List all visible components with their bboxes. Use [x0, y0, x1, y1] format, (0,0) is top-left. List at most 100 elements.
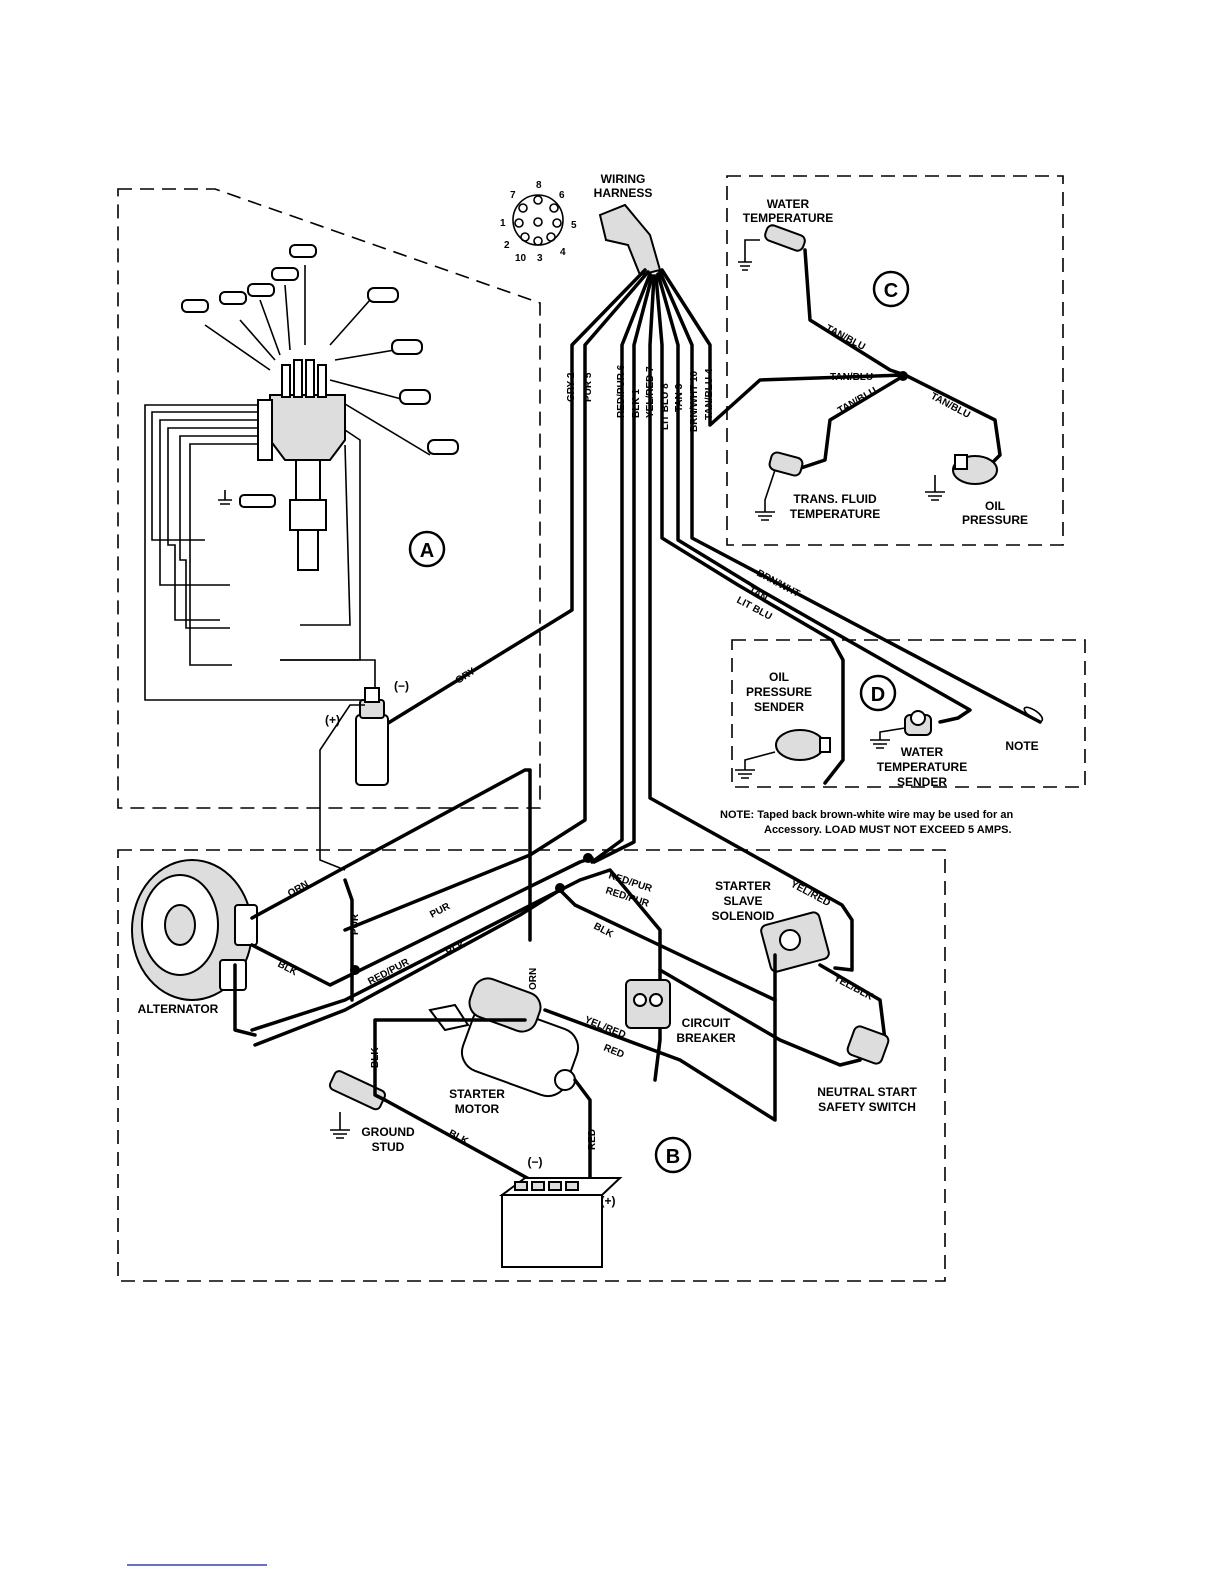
trans-fluid-label-2: TEMPERATURE — [790, 507, 880, 521]
battery-plus-label: (+) — [601, 1194, 616, 1208]
coil-minus-label: (−) — [394, 679, 409, 693]
harness-plug — [598, 203, 662, 277]
section-d-border — [731, 639, 1086, 788]
distributor-bolt — [239, 494, 276, 508]
ground-stud-label-2: STUD — [372, 1140, 405, 1154]
water-sender-label-1: WATER — [901, 745, 944, 759]
badge-a: A — [408, 530, 446, 568]
water-temp-label-1: WATER — [767, 197, 810, 211]
circuit-breaker — [625, 979, 671, 1029]
section-borders — [117, 175, 1086, 1282]
wire-label-redpur6: RED/PUR 6 — [616, 364, 627, 418]
oil-sender-label-3: SENDER — [754, 700, 804, 714]
section-c-border — [726, 175, 1064, 546]
wire-label-yelred7: YEL/RED 7 — [645, 366, 656, 418]
distributor — [257, 359, 346, 571]
pin-label-1: 1 — [500, 218, 506, 229]
neutral-label-1: NEUTRAL START — [817, 1085, 917, 1099]
note-line-2: Accessory. LOAD MUST NOT EXCEED 5 AMPS. — [764, 824, 1012, 836]
badge-d: D — [859, 674, 897, 712]
splice-alt — [350, 965, 360, 975]
oil-pressure-label-1: OIL — [985, 499, 1005, 513]
c-tanblu-3: TAN/BLU — [836, 386, 879, 417]
starter-motor — [428, 977, 580, 1098]
section-b: ALTERNATOR ORN PUR PUR BLK BLK RED/PUR R… — [131, 768, 917, 1268]
note-block: NOTE: Taped back brown-white wire may be… — [720, 809, 1013, 836]
pin-label-8: 7 — [510, 190, 516, 201]
b-pur-label-2: PUR — [428, 901, 452, 921]
spark-plug-right-group — [367, 287, 459, 455]
c-tanblu-2: TAN/BLU — [830, 372, 873, 383]
harness-title-1: WIRING — [601, 172, 646, 186]
wire-label-brnwht10: BRN/WHT 10 — [689, 370, 700, 432]
water-temp-label-2: TEMPERATURE — [743, 211, 833, 225]
oil-pressure-sender — [735, 729, 831, 779]
trans-fluid-label-1: TRANS. FLUID — [793, 492, 877, 506]
spark-plug-left-group — [181, 244, 317, 313]
wire-label-pur5: PUR 5 — [583, 372, 594, 402]
alternator — [131, 859, 258, 1001]
b-red-label-1: RED — [602, 1043, 626, 1061]
b-blk-label-1: BLK — [276, 959, 300, 979]
svg-text:C: C — [884, 280, 898, 302]
b-orn-label-1: ORN — [286, 879, 311, 900]
starter-motor-label-1: STARTER — [449, 1087, 505, 1101]
b-red-label-2: RED — [587, 1129, 598, 1150]
splice-blk — [555, 883, 565, 893]
battery — [498, 1177, 623, 1268]
pin-label-4: 4 — [560, 247, 566, 258]
wire-label-tan3: TAN 3 — [674, 383, 685, 412]
svg-text:D: D — [871, 684, 885, 706]
ground-stud-label-1: GROUND — [361, 1125, 415, 1139]
ignition-coil — [355, 687, 389, 786]
wire-label-blk1: BLK 1 — [631, 389, 642, 418]
pin-label-6: 6 — [559, 190, 565, 201]
note-line-1: NOTE: Taped back brown-white wire may be… — [720, 809, 1013, 821]
badge-c: C — [872, 270, 910, 308]
starter-slave-solenoid — [760, 911, 830, 973]
c-tanblu-1: TAN/BLU — [824, 323, 867, 353]
water-temperature-sensor — [738, 224, 806, 271]
splice-main — [583, 853, 593, 863]
battery-minus-label: (−) — [528, 1155, 543, 1169]
harness-wires — [343, 268, 1042, 972]
badge-b: B — [654, 1136, 692, 1174]
alternator-label: ALTERNATOR — [138, 1002, 219, 1016]
trans-fluid-sensor — [755, 451, 804, 521]
water-sender-label-2: TEMPERATURE — [877, 760, 967, 774]
pin-label-3: 3 — [537, 253, 543, 264]
section-a-border — [117, 188, 541, 809]
wire-label-litblu8: LIT BLU 8 — [660, 383, 671, 430]
oil-pressure-sensor — [925, 454, 998, 501]
svg-text:B: B — [666, 1146, 680, 1168]
water-sender-label-3: SENDER — [897, 775, 947, 789]
taped-wire-end — [1023, 706, 1044, 723]
breaker-label-1: CIRCUIT — [682, 1016, 731, 1030]
pin-label-7: 8 — [536, 180, 542, 191]
harness-connector: 8 6 5 4 3 10 2 1 7 WIRING HARNESS — [500, 172, 662, 277]
harness-wire-labels: GRY 2 PUR 5 RED/PUR 6 BLK 1 YEL/RED 7 LI… — [566, 364, 715, 432]
ground-stud — [328, 1070, 386, 1139]
neutral-safety-switch — [846, 1025, 890, 1065]
water-temperature-sender — [870, 710, 932, 749]
solenoid-label-3: SOLENOID — [712, 909, 775, 923]
b-orn-label-2: ORN — [528, 968, 539, 990]
b-pur-label-1: PUR — [350, 913, 361, 935]
wire-label-gry2: GRY 2 — [566, 372, 577, 402]
pin-label-5: 5 — [571, 220, 577, 231]
section-b-border — [117, 849, 946, 1282]
oil-pressure-label-2: PRESSURE — [962, 513, 1028, 527]
harness-title-2: HARNESS — [594, 186, 653, 200]
breaker-label-2: BREAKER — [676, 1031, 736, 1045]
neutral-label-2: SAFETY SWITCH — [818, 1100, 916, 1114]
solenoid-label-1: STARTER — [715, 879, 771, 893]
oil-sender-label-1: OIL — [769, 670, 789, 684]
splice-c — [898, 371, 908, 381]
solenoid-label-2: SLAVE — [723, 894, 762, 908]
oil-sender-label-2: PRESSURE — [746, 685, 812, 699]
b-redpur-label-1: RED/PUR — [366, 956, 412, 987]
pin-label-2: 2 — [504, 240, 510, 251]
coil-plus-label: (+) — [325, 713, 340, 727]
section-c: WATER TEMPERATURE TAN/BLU TAN/BLU TAN/BL… — [738, 197, 1028, 527]
